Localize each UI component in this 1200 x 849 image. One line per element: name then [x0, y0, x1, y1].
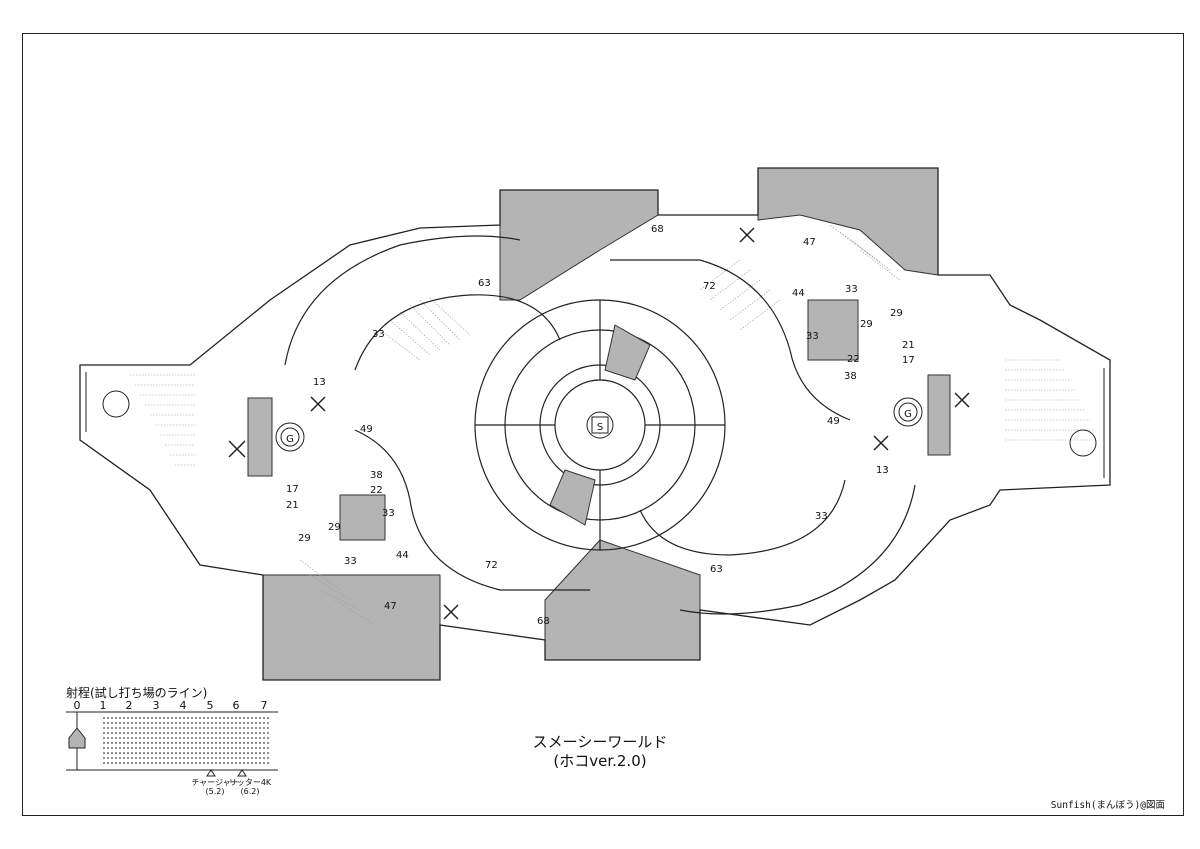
svg-text:33: 33	[845, 284, 858, 295]
svg-text:44: 44	[396, 550, 409, 561]
svg-text:33: 33	[815, 511, 828, 522]
range-tick: 5	[206, 699, 214, 712]
svg-text:22: 22	[847, 354, 860, 365]
center-gray-wedges	[549, 324, 651, 526]
svg-text:33: 33	[382, 508, 395, 519]
distance-labels-right: 68 47 44 33 72 29 33 22 38 29 21 17 49 1…	[651, 224, 915, 575]
svg-text:38: 38	[370, 470, 383, 481]
range-scale	[66, 711, 278, 777]
svg-text:68: 68	[537, 616, 550, 627]
circle-icon	[102, 390, 130, 418]
svg-text:17: 17	[902, 355, 915, 366]
range-tick: 7	[260, 699, 268, 712]
range-tick: 6	[232, 699, 240, 712]
range-tick: 0	[73, 699, 81, 712]
svg-text:44: 44	[792, 288, 805, 299]
svg-text:29: 29	[328, 522, 341, 533]
svg-text:33: 33	[372, 329, 385, 340]
svg-text:72: 72	[485, 560, 498, 571]
svg-text:49: 49	[360, 424, 373, 435]
svg-text:47: 47	[384, 601, 397, 612]
svg-text:13: 13	[876, 465, 889, 476]
goal-left: G	[275, 422, 305, 452]
svg-text:49: 49	[827, 416, 840, 427]
svg-text:38: 38	[844, 371, 857, 382]
range-tick: 3	[152, 699, 160, 712]
stairs	[130, 224, 1095, 626]
distance-labels-left: 63 33 49 38 22 33 29 44 33 47 72 68 13 1…	[286, 278, 550, 627]
svg-text:29: 29	[860, 319, 873, 330]
range-tick: 1	[99, 699, 107, 712]
circle-icon	[1069, 429, 1097, 457]
svg-text:33: 33	[806, 331, 819, 342]
svg-text:29: 29	[298, 533, 311, 544]
svg-text:G: G	[286, 434, 294, 445]
svg-text:G: G	[904, 409, 912, 420]
svg-text:72: 72	[703, 281, 716, 292]
map-title-sub: (ホコver.2.0)	[553, 752, 647, 770]
splat-zone-label: S	[597, 422, 603, 433]
svg-text:21: 21	[902, 340, 915, 351]
map-title-main: スメーシーワールド	[532, 733, 668, 751]
splat-zone-marker	[591, 416, 609, 434]
gray-blocks	[247, 167, 951, 681]
svg-text:47: 47	[803, 237, 816, 248]
goal-right: G	[893, 397, 923, 427]
center-structures	[284, 235, 916, 615]
weapon-e-liter: リッター4K (6.2)	[228, 778, 272, 796]
svg-text:29: 29	[890, 308, 903, 319]
x-mark-icon	[228, 227, 970, 620]
svg-text:63: 63	[710, 564, 723, 575]
splat-zone-ring	[586, 411, 614, 439]
outer-outline	[79, 167, 1111, 681]
range-title: 射程(試し打ち場のライン)	[66, 686, 208, 700]
map-frame	[22, 33, 1184, 816]
weapon-charger: チャージャー (5.2)	[191, 778, 239, 796]
svg-text:17: 17	[286, 484, 299, 495]
svg-text:21: 21	[286, 500, 299, 511]
range-tick: 2	[125, 699, 133, 712]
svg-text:68: 68	[651, 224, 664, 235]
svg-text:63: 63	[478, 278, 491, 289]
credit: Sunfish(まんぼう)@図面	[1050, 800, 1165, 811]
range-tick: 4	[179, 699, 187, 712]
map-title: スメーシーワールド (ホコver.2.0)	[470, 733, 730, 771]
svg-text:33: 33	[344, 556, 357, 567]
svg-text:22: 22	[370, 485, 383, 496]
svg-text:13: 13	[313, 377, 326, 388]
